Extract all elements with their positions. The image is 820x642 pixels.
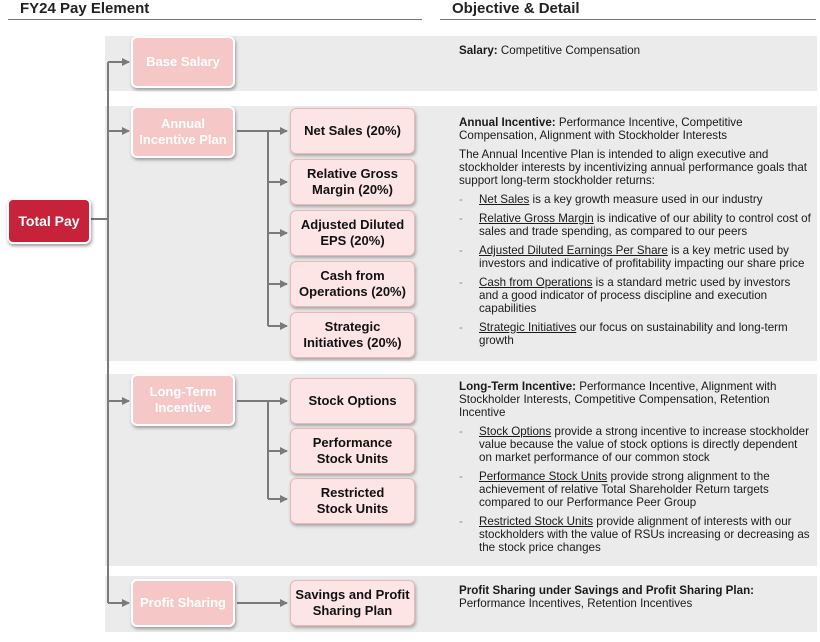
annual-detail-title: Annual Incentive: — [459, 116, 556, 129]
relative-gross-margin-box: Relative Gross Margin (20%) — [290, 159, 415, 205]
profit-detail-title: Profit Sharing under Savings and Profit … — [459, 584, 755, 597]
total-pay-box: Total Pay — [7, 198, 91, 244]
vehicle-text: provide strong alignment to the achievem… — [479, 470, 770, 509]
long-term-detail-text: Performance Incentive, Alignment with St… — [459, 380, 777, 419]
right-header-rule — [440, 19, 816, 20]
list-item: -Cash from Operations is a standard metr… — [459, 276, 791, 315]
vehicle-term: Stock Options — [479, 425, 552, 438]
annual-incentive-plan-box: Annual Incentive Plan — [131, 106, 235, 158]
list-item: -Restricted Stock Units provide alignmen… — [459, 515, 810, 554]
metric-text: is indicative of our ability to control … — [479, 212, 811, 238]
list-item: -Strategic Initiatives our focus on sust… — [459, 321, 788, 347]
list-item: -Net Sales is a key growth measure used … — [459, 193, 763, 206]
stock-options-box: Stock Options — [290, 378, 415, 424]
salary-detail: Salary: Competitive Compensation — [459, 44, 811, 63]
restricted-stock-units-box: Restricted Stock Units — [290, 478, 415, 524]
long-term-vehicle-list: -Stock Options provide a strong incentiv… — [459, 425, 811, 554]
performance-stock-units-box: Performance Stock Units — [290, 428, 415, 474]
profit-sharing-box: Profit Sharing — [131, 579, 235, 627]
metric-term: Strategic Initiatives — [479, 321, 577, 334]
list-item: -Stock Options provide a strong incentiv… — [459, 425, 809, 464]
long-term-incentive-detail: Long-Term Incentive: Performance Incenti… — [459, 380, 811, 560]
salary-detail-text: Competitive Compensation — [497, 44, 641, 57]
salary-detail-title: Salary: — [459, 44, 498, 57]
net-sales-box: Net Sales (20%) — [290, 108, 415, 154]
annual-incentive-detail: Annual Incentive: Performance Incentive,… — [459, 116, 811, 353]
list-item: -Adjusted Diluted Earnings Per Share is … — [459, 244, 805, 270]
adjusted-diluted-eps-box: Adjusted Diluted EPS (20%) — [290, 210, 415, 256]
annual-detail-intro: The Annual Incentive Plan is intended to… — [459, 148, 808, 187]
annual-metric-list: -Net Sales is a key growth measure used … — [459, 193, 811, 347]
list-item: -Relative Gross Margin is indicative of … — [459, 212, 811, 238]
list-item: -Performance Stock Units provide strong … — [459, 470, 770, 509]
metric-term: Net Sales — [479, 193, 530, 206]
profit-detail-text: Performance Incentives, Retention Incent… — [459, 597, 693, 610]
metric-term: Adjusted Diluted Earnings Per Share — [479, 244, 668, 257]
left-column-header: FY24 Pay Element — [20, 0, 150, 17]
vehicle-term: Performance Stock Units — [479, 470, 608, 483]
long-term-incentive-box: Long-Term Incentive — [131, 374, 235, 426]
left-header-rule — [8, 19, 422, 20]
vehicle-text: provide a strong incentive to increase s… — [479, 425, 809, 464]
metric-text: our focus on sustainability and long-ter… — [479, 321, 788, 347]
vehicle-term: Restricted Stock Units — [479, 515, 594, 528]
long-term-detail-title: Long-Term Incentive: — [459, 380, 577, 393]
cash-from-operations-box: Cash from Operations (20%) — [290, 261, 415, 307]
strategic-initiatives-box: Strategic Initiatives (20%) — [290, 312, 415, 358]
metric-term: Cash from Operations — [479, 276, 593, 289]
profit-sharing-detail: Profit Sharing under Savings and Profit … — [459, 584, 811, 616]
metric-term: Relative Gross Margin — [479, 212, 594, 225]
metric-text: is a key metric used by investors and in… — [479, 244, 805, 270]
savings-profit-sharing-plan-box: Savings and Profit Sharing Plan — [290, 580, 415, 626]
vehicle-text: provide alignment of interests with our … — [479, 515, 810, 554]
metric-text: is a key growth measure used in our indu… — [529, 193, 763, 206]
right-column-header: Objective & Detail — [452, 0, 580, 17]
metric-text: is a standard metric used by investors a… — [479, 276, 791, 315]
annual-detail-text: Performance Incentive, Competitive Compe… — [459, 116, 743, 142]
base-salary-box: Base Salary — [131, 36, 235, 88]
